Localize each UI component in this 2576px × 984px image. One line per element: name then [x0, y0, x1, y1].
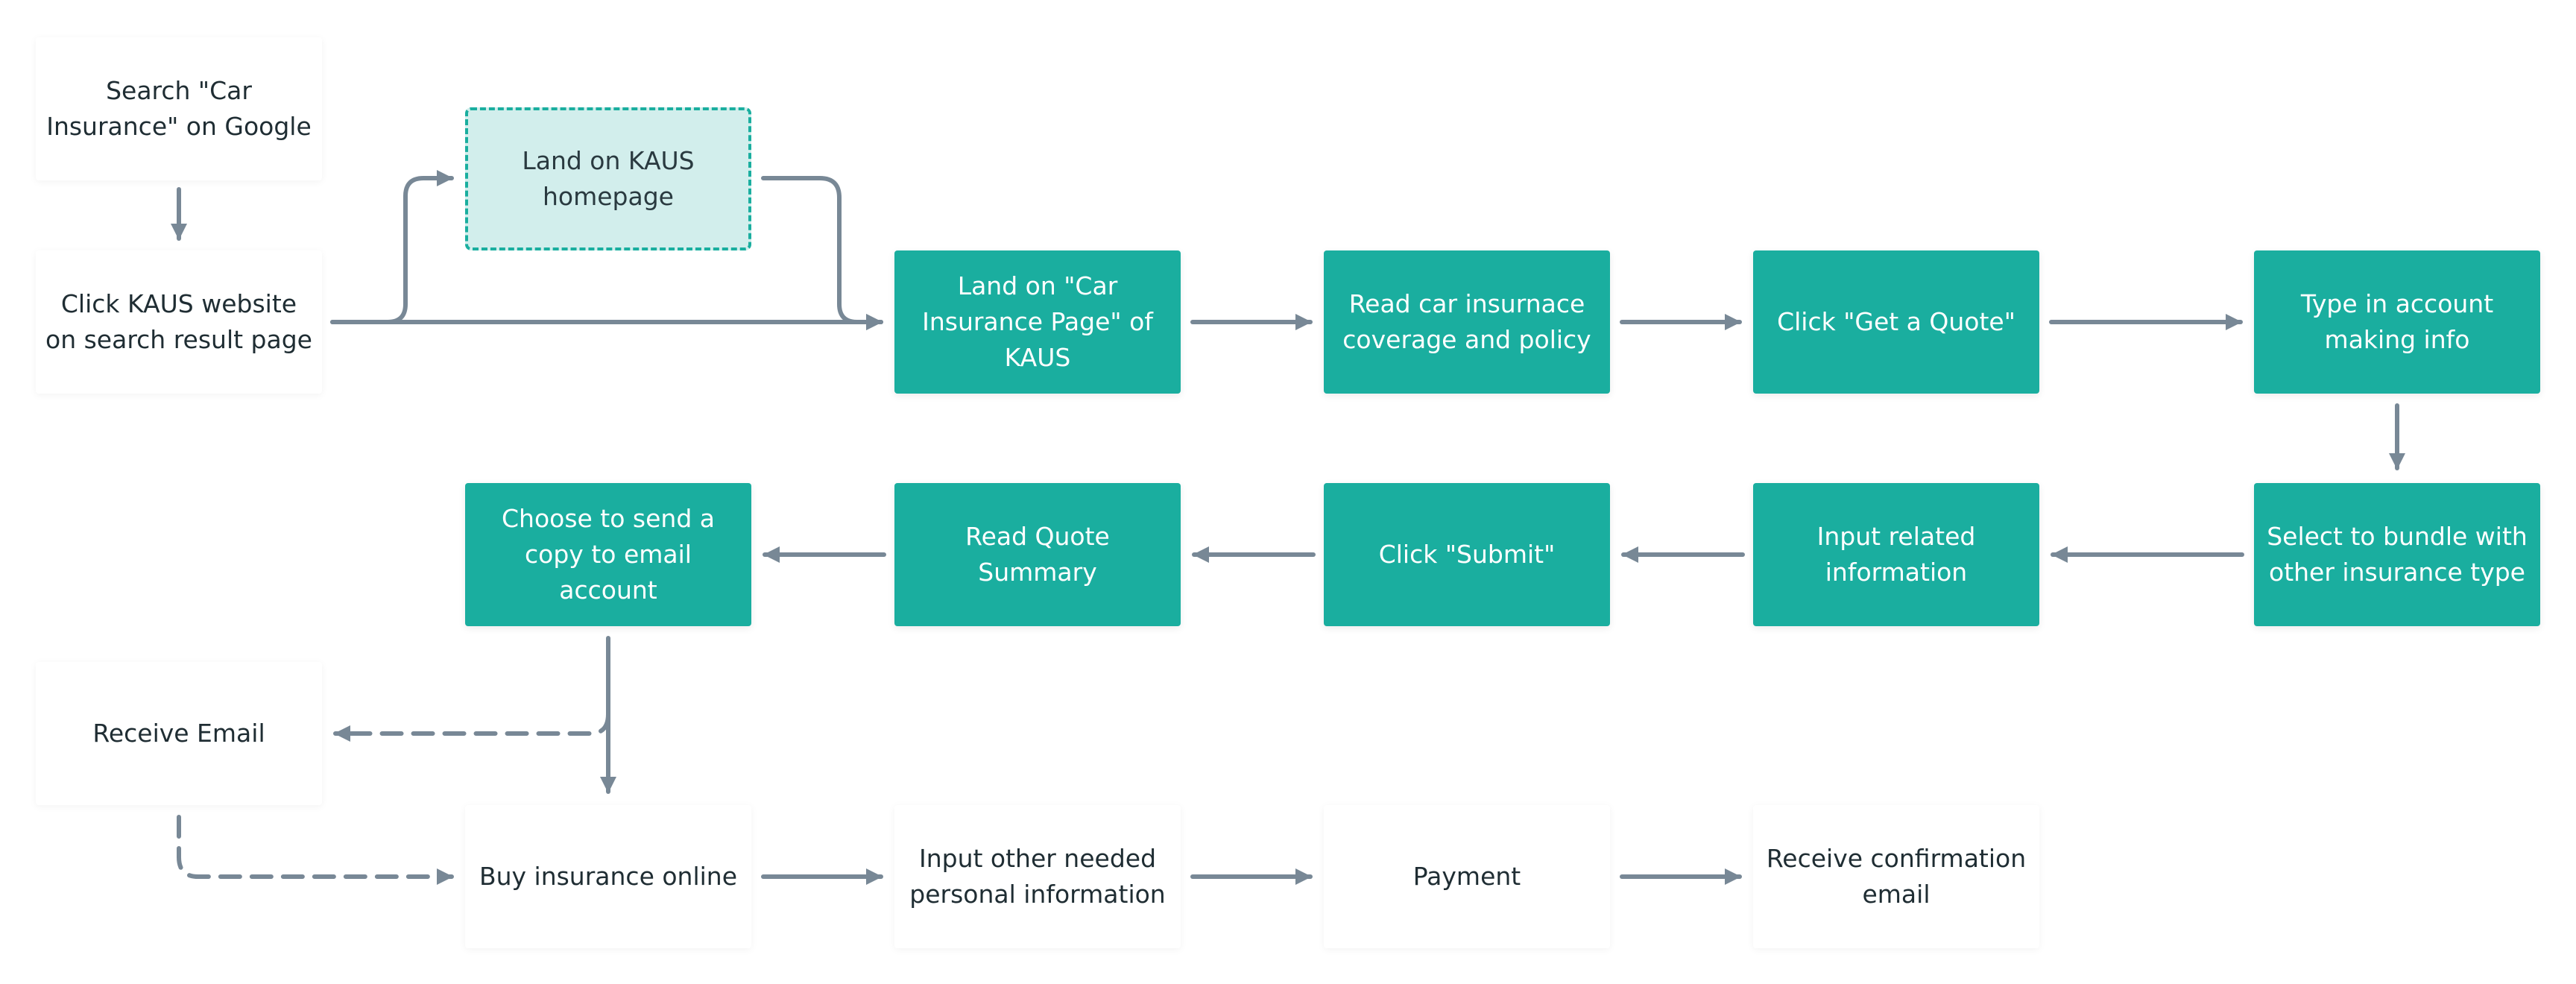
node-click-website-label: Click KAUS website on search result page: [45, 289, 312, 354]
node-receive-email[interactable]: Receive Email: [36, 662, 322, 805]
arrow-click-to-homepage: [330, 170, 454, 324]
node-select-bundle-label: Select to bundle with other insurance ty…: [2267, 522, 2528, 587]
node-send-copy[interactable]: Choose to send a copy to email account: [465, 483, 751, 626]
node-input-personal-label: Input other needed personal information: [909, 844, 1166, 909]
node-payment[interactable]: Payment: [1324, 805, 1610, 948]
node-type-account-label: Type in account making info: [2300, 289, 2494, 354]
node-click-website[interactable]: Click KAUS website on search result page: [36, 250, 322, 394]
node-receive-confirmation-label: Receive confirmation email: [1766, 844, 2027, 909]
node-read-summary[interactable]: Read Quote Summary: [894, 483, 1181, 626]
node-click-quote-label: Click "Get a Quote": [1777, 307, 2015, 336]
node-land-car-page[interactable]: Land on "Car Insurance Page" of KAUS: [894, 250, 1181, 394]
node-read-coverage[interactable]: Read car insurnace coverage and policy: [1324, 250, 1610, 394]
node-land-car-page-label: Land on "Car Insurance Page" of KAUS: [922, 271, 1153, 372]
node-payment-label: Payment: [1412, 862, 1521, 891]
dashed-arrow-email-to-buy: [177, 815, 454, 885]
node-land-homepage-label: Land on KAUS homepage: [522, 146, 695, 211]
node-read-summary-label: Read Quote Summary: [965, 522, 1110, 587]
node-click-submit-label: Click "Submit": [1378, 540, 1556, 569]
node-input-personal[interactable]: Input other needed personal information: [894, 805, 1181, 948]
node-buy-online-label: Buy insurance online: [479, 862, 738, 891]
node-input-related-label: Input related information: [1816, 522, 1976, 587]
node-buy-online[interactable]: Buy insurance online: [465, 805, 751, 948]
arrow-homepage-to-car-page: [761, 176, 883, 330]
node-select-bundle[interactable]: Select to bundle with other insurance ty…: [2254, 483, 2540, 626]
node-search-google[interactable]: Search "Car Insurance" on Google: [36, 37, 322, 180]
node-click-submit[interactable]: Click "Submit": [1324, 483, 1610, 626]
node-input-related[interactable]: Input related information: [1753, 483, 2039, 626]
node-send-copy-label: Choose to send a copy to email account: [501, 504, 715, 605]
node-read-coverage-label: Read car insurnace coverage and policy: [1342, 289, 1591, 354]
node-receive-email-label: Receive Email: [92, 719, 265, 748]
node-search-google-label: Search "Car Insurance" on Google: [46, 76, 312, 141]
dashed-arrow-send-copy-to-email: [333, 712, 610, 742]
node-receive-confirmation[interactable]: Receive confirmation email: [1753, 805, 2039, 948]
node-land-homepage[interactable]: Land on KAUS homepage: [465, 107, 751, 250]
node-type-account[interactable]: Type in account making info: [2254, 250, 2540, 394]
node-click-quote[interactable]: Click "Get a Quote": [1753, 250, 2039, 394]
